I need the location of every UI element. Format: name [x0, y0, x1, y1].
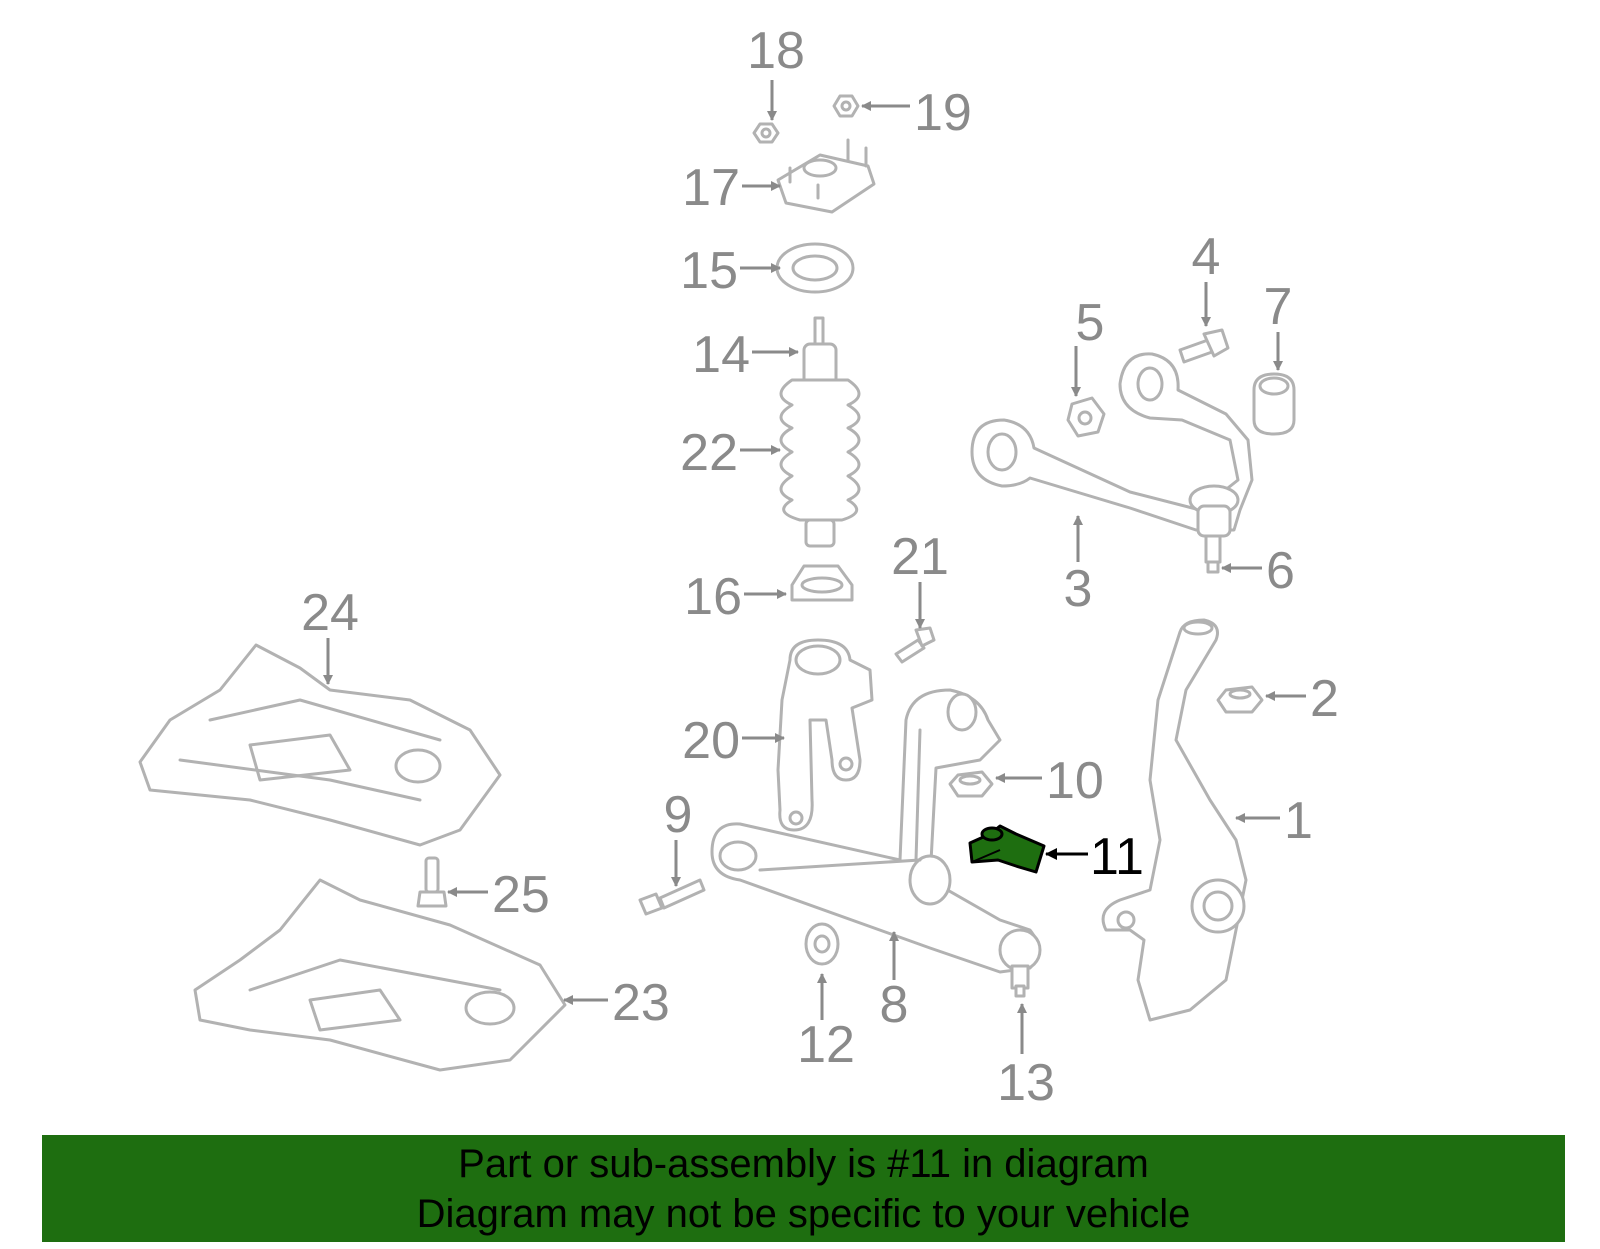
label-4: 4: [1192, 228, 1221, 286]
part-4-bolt: [1178, 328, 1230, 364]
part-5-nut: [1066, 396, 1106, 438]
parts-diagram: 18 19 17 15 14 22 16 21 20 24 25 23 9 10…: [138, 22, 1339, 1112]
label-18: 18: [747, 22, 805, 80]
part-9-bolt: [638, 878, 706, 916]
part-19-nut: [832, 94, 860, 118]
part-14-22-shock-boot: [779, 316, 861, 548]
part-1-steering-knuckle: [1101, 618, 1248, 1022]
label-17: 17: [682, 159, 740, 217]
label-1: 1: [1284, 792, 1313, 850]
banner-line-1: Part or sub-assembly is #11 in diagram: [458, 1141, 1149, 1186]
label-20: 20: [682, 712, 740, 770]
label-2: 2: [1310, 670, 1339, 728]
label-24: 24: [301, 584, 359, 642]
label-10: 10: [1046, 752, 1104, 810]
label-19: 19: [914, 84, 972, 142]
part-23-skid-plate: [193, 878, 567, 1072]
label-3: 3: [1064, 560, 1093, 618]
label-25: 25: [492, 866, 550, 924]
banner-line-2: Diagram may not be specific to your vehi…: [416, 1191, 1191, 1236]
part-3-upper-control-arm: [970, 352, 1254, 532]
part-7-bushing: [1252, 372, 1296, 436]
part-6-ball-joint: [1188, 484, 1240, 574]
part-20-shock-fork: [776, 638, 874, 832]
part-17-strut-mount: [776, 138, 876, 214]
part-21-bolt: [894, 626, 936, 664]
part-12-nut: [804, 922, 840, 966]
label-16: 16: [684, 568, 742, 626]
label-7: 7: [1264, 278, 1293, 336]
label-21: 21: [891, 528, 949, 586]
part-25-bolt: [416, 856, 448, 908]
part-8-lower-control-arm: [710, 688, 1040, 974]
part-24-skid-plate: [138, 643, 502, 847]
label-14: 14: [692, 326, 750, 384]
label-15: 15: [680, 242, 738, 300]
label-11: 11: [1090, 828, 1144, 886]
label-12: 12: [797, 1016, 855, 1074]
label-22: 22: [680, 424, 738, 482]
part-16-jounce-bumper: [790, 564, 854, 602]
label-6: 6: [1266, 542, 1295, 600]
part-18-nut: [752, 122, 780, 144]
label-13: 13: [997, 1054, 1055, 1112]
label-8: 8: [880, 976, 909, 1034]
part-15-spring-seat: [775, 242, 855, 294]
label-5: 5: [1076, 294, 1105, 352]
part-11-highlighted: [968, 824, 1046, 874]
part-10-nut: [948, 770, 994, 798]
part-13-ball-joint: [998, 928, 1042, 998]
callout-arrows: [323, 80, 1306, 1054]
info-banner: Part or sub-assembly is #11 in diagram D…: [40, 1133, 1567, 1244]
part-2-nut: [1216, 685, 1264, 714]
callout-labels: 18 19 17 15 14 22 16 21 20 24 25 23 9 10…: [301, 22, 1339, 1112]
label-9: 9: [664, 786, 693, 844]
label-23: 23: [612, 974, 670, 1032]
